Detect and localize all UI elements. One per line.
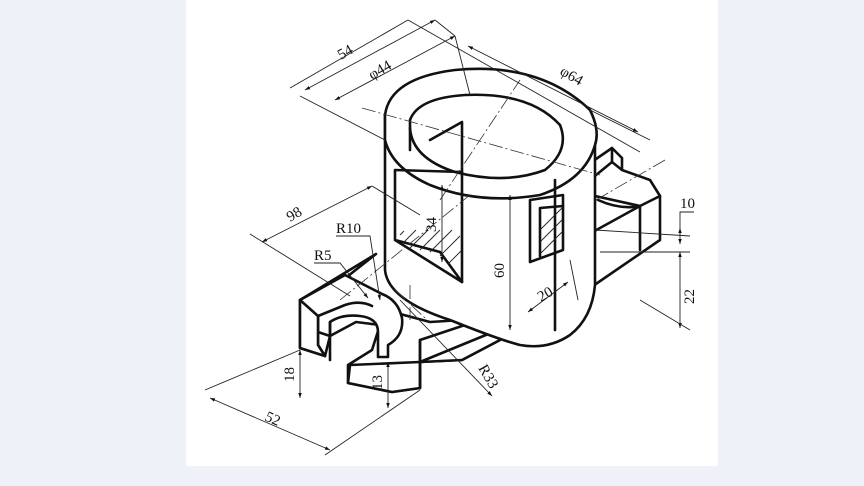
dim-52: 52 [262, 409, 282, 430]
dim-r5: R5 [314, 248, 332, 264]
dimension-lines [204, 19, 694, 456]
dim-98: 98 [284, 204, 305, 225]
dim-13: 13 [370, 375, 386, 390]
dim-r33: R33 [475, 362, 501, 392]
dim-18: 18 [282, 367, 298, 382]
dim-r10: R10 [336, 221, 361, 237]
dim-22: 22 [682, 289, 698, 304]
section-hatching [399, 207, 563, 265]
dim-phi44: φ44 [366, 58, 395, 84]
dim-60: 60 [492, 263, 508, 278]
dim-phi64: φ64 [557, 64, 586, 90]
main-cylinder [383, 67, 598, 348]
dim-20: 20 [535, 284, 556, 305]
dim-34: 34 [424, 217, 440, 233]
dim-10: 10 [680, 196, 695, 212]
